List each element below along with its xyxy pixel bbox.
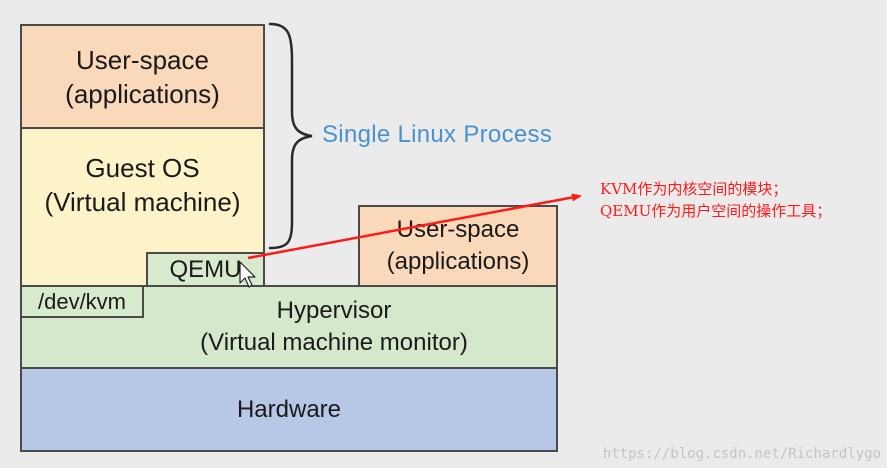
annotation-line-qemu: QEMU作为用户空间的操作工具；: [600, 202, 832, 220]
dev-kvm-label: /dev/kvm: [37, 288, 127, 314]
watermark: https://blog.csdn.net/Richardlygo: [602, 446, 881, 462]
vmm-label: (Virtual machine monitor): [200, 329, 468, 356]
hardware-box: Hardware: [20, 367, 558, 452]
user-space-applications-box: User-space (applications): [20, 24, 265, 129]
qemu-label: QEMU: [169, 255, 242, 283]
single-linux-process-label: Single Linux Process: [322, 121, 553, 148]
curly-brace-icon: [268, 22, 313, 250]
hardware-label: Hardware: [236, 395, 342, 423]
host-applications-label: (applications): [386, 248, 530, 275]
virtual-machine-label: (Virtual machine): [44, 187, 241, 217]
guest-os-label: Guest OS: [85, 153, 200, 183]
dev-kvm-box: /dev/kvm: [20, 285, 144, 318]
hypervisor-label: Hypervisor: [276, 297, 392, 324]
applications-label: (applications): [65, 78, 220, 109]
annotation-line-kvm: KVM作为内核空间的模块；: [600, 180, 788, 198]
mouse-cursor-icon: [239, 261, 256, 288]
annotation-note: KVM作为内核空间的模块； QEMU作为用户空间的操作工具；: [600, 178, 831, 222]
user-space-label: User-space: [76, 44, 209, 75]
host-user-space-label: User-space: [396, 216, 520, 243]
red-arrow-icon: [247, 193, 582, 260]
